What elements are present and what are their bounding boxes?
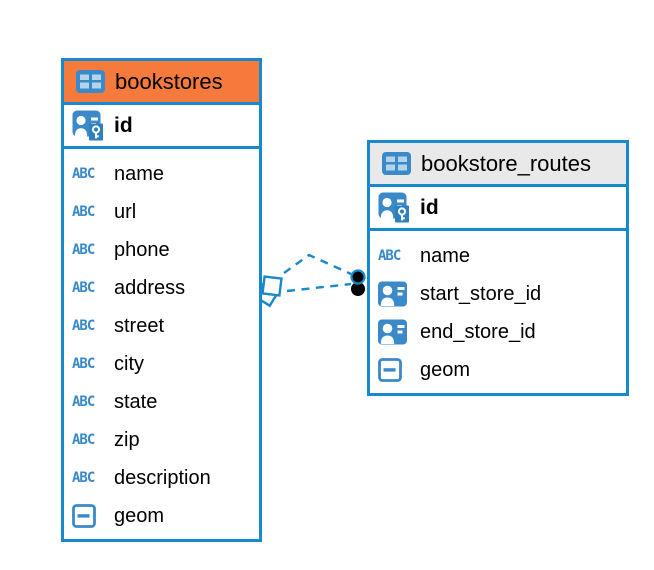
table-header-bookstore-routes[interactable]: bookstore_routes <box>370 143 626 187</box>
column-row[interactable]: end_store_id <box>378 313 618 351</box>
column-row[interactable]: ABC phone <box>72 231 251 269</box>
column-name: name <box>114 162 165 185</box>
column-row[interactable]: ABC name <box>378 237 618 275</box>
primary-key-row[interactable]: id <box>370 187 626 231</box>
column-name: phone <box>114 238 170 261</box>
geometry-type-icon <box>378 358 411 382</box>
column-row[interactable]: start_store_id <box>378 275 618 313</box>
relationship-line-upper <box>283 253 352 276</box>
column-name: url <box>114 200 137 223</box>
text-type-icon: ABC <box>72 432 95 448</box>
table-title: bookstore_routes <box>421 150 591 176</box>
column-row[interactable]: ABC state <box>72 383 251 421</box>
table-header-bookstores[interactable]: bookstores <box>64 61 259 105</box>
table-title: bookstores <box>115 68 223 94</box>
column-row[interactable]: ABC name <box>72 155 251 193</box>
column-name: state <box>114 390 158 413</box>
text-type-icon: ABC <box>72 204 95 220</box>
table-bookstores[interactable]: bookstores id ABC name ABC url ABC phone… <box>61 58 262 542</box>
reference-type-icon <box>378 319 411 345</box>
column-name: city <box>114 352 144 375</box>
column-name: name <box>420 244 471 267</box>
column-name: street <box>114 314 165 337</box>
column-row[interactable]: ABC url <box>72 193 251 231</box>
text-type-icon: ABC <box>72 470 95 486</box>
table-icon <box>382 152 411 175</box>
column-row[interactable]: ABC description <box>72 459 251 497</box>
column-row[interactable]: geom <box>72 497 251 535</box>
columns-list: ABC name ABC url ABC phone ABC address A… <box>64 149 259 539</box>
column-row[interactable]: ABC city <box>72 345 251 383</box>
column-row[interactable]: geom <box>378 351 618 389</box>
text-type-icon: ABC <box>378 248 401 264</box>
column-name: end_store_id <box>420 320 536 343</box>
column-name: address <box>114 276 186 299</box>
text-type-icon: ABC <box>72 166 95 182</box>
text-type-icon: ABC <box>72 318 95 334</box>
primary-key-icon <box>72 110 105 141</box>
column-name: description <box>114 466 211 489</box>
table-bookstore-routes[interactable]: bookstore_routes id ABC name start_store… <box>367 140 629 396</box>
column-name: id <box>420 195 439 219</box>
column-row[interactable]: ABC address <box>72 269 251 307</box>
primary-key-icon <box>378 192 411 223</box>
text-type-icon: ABC <box>72 356 95 372</box>
table-icon <box>76 70 105 93</box>
geometry-type-icon <box>72 504 105 528</box>
reference-type-icon <box>378 281 411 307</box>
column-row[interactable]: ABC zip <box>72 421 251 459</box>
text-type-icon: ABC <box>72 280 95 296</box>
text-type-icon: ABC <box>72 394 95 410</box>
column-name: id <box>114 113 133 137</box>
column-row[interactable]: ABC street <box>72 307 251 345</box>
text-type-icon: ABC <box>72 242 95 258</box>
column-name: zip <box>114 428 140 451</box>
column-name: geom <box>114 504 165 527</box>
relationship-line-lower <box>286 282 352 293</box>
column-name: start_store_id <box>420 282 542 305</box>
columns-list: ABC name start_store_id end_store_id ge <box>370 231 626 393</box>
column-name: geom <box>420 358 471 381</box>
many-end-dot-marker <box>350 269 366 296</box>
primary-key-row[interactable]: id <box>64 105 259 149</box>
